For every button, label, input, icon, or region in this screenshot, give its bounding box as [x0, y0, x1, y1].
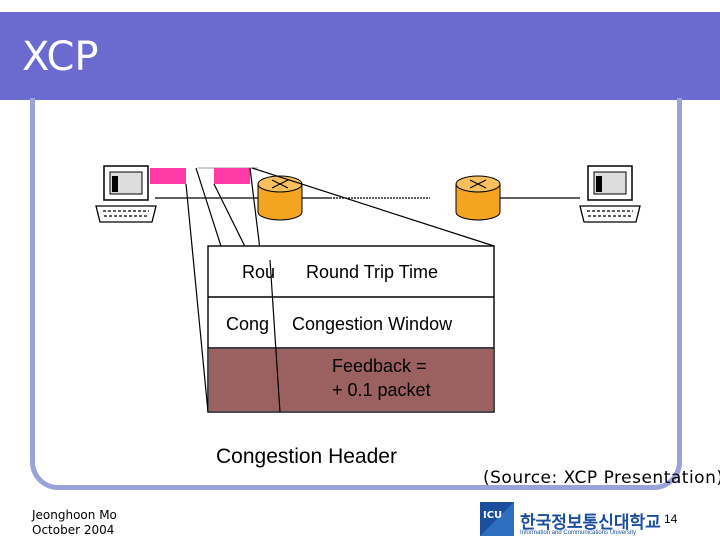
- page-number: 14: [664, 512, 678, 526]
- feedback-value: + 0.1 packet: [332, 380, 431, 400]
- packet: [150, 168, 186, 184]
- slide-title: XCP: [22, 34, 99, 80]
- field-label-cwnd-short: Cong: [226, 314, 270, 334]
- presentation-date: October 2004: [32, 523, 115, 537]
- author-name: Jeonghoon Mo: [32, 508, 117, 522]
- computer-icon: [95, 165, 157, 223]
- content-frame: [30, 98, 682, 490]
- feedback-field: [209, 349, 493, 411]
- university-name-korean: 한국정보통신대학교: [520, 513, 661, 533]
- field-label-rtt-short: Rou: [242, 262, 276, 282]
- feedback-label: Feedback =: [332, 356, 427, 376]
- label-mask: [280, 304, 292, 344]
- zoom-line: [269, 259, 281, 413]
- header-caption: Congestion Header: [216, 445, 397, 468]
- packet: [214, 168, 250, 184]
- label-mask: [280, 252, 300, 292]
- title-bar: [0, 12, 720, 100]
- university-name-english: Information and Communications Universit…: [520, 530, 637, 536]
- university-logo-icon: ICU: [480, 502, 514, 536]
- title-divider: [22, 94, 637, 98]
- computer-icon: [579, 165, 641, 223]
- field-label-cwnd: Congestion Window: [292, 314, 453, 334]
- logo-badge-text: ICU: [483, 510, 502, 521]
- source-note: (Source: XCP Presentation): [483, 468, 720, 488]
- field-label-rtt: Round Trip Time: [306, 262, 439, 282]
- router-icon: [455, 175, 501, 221]
